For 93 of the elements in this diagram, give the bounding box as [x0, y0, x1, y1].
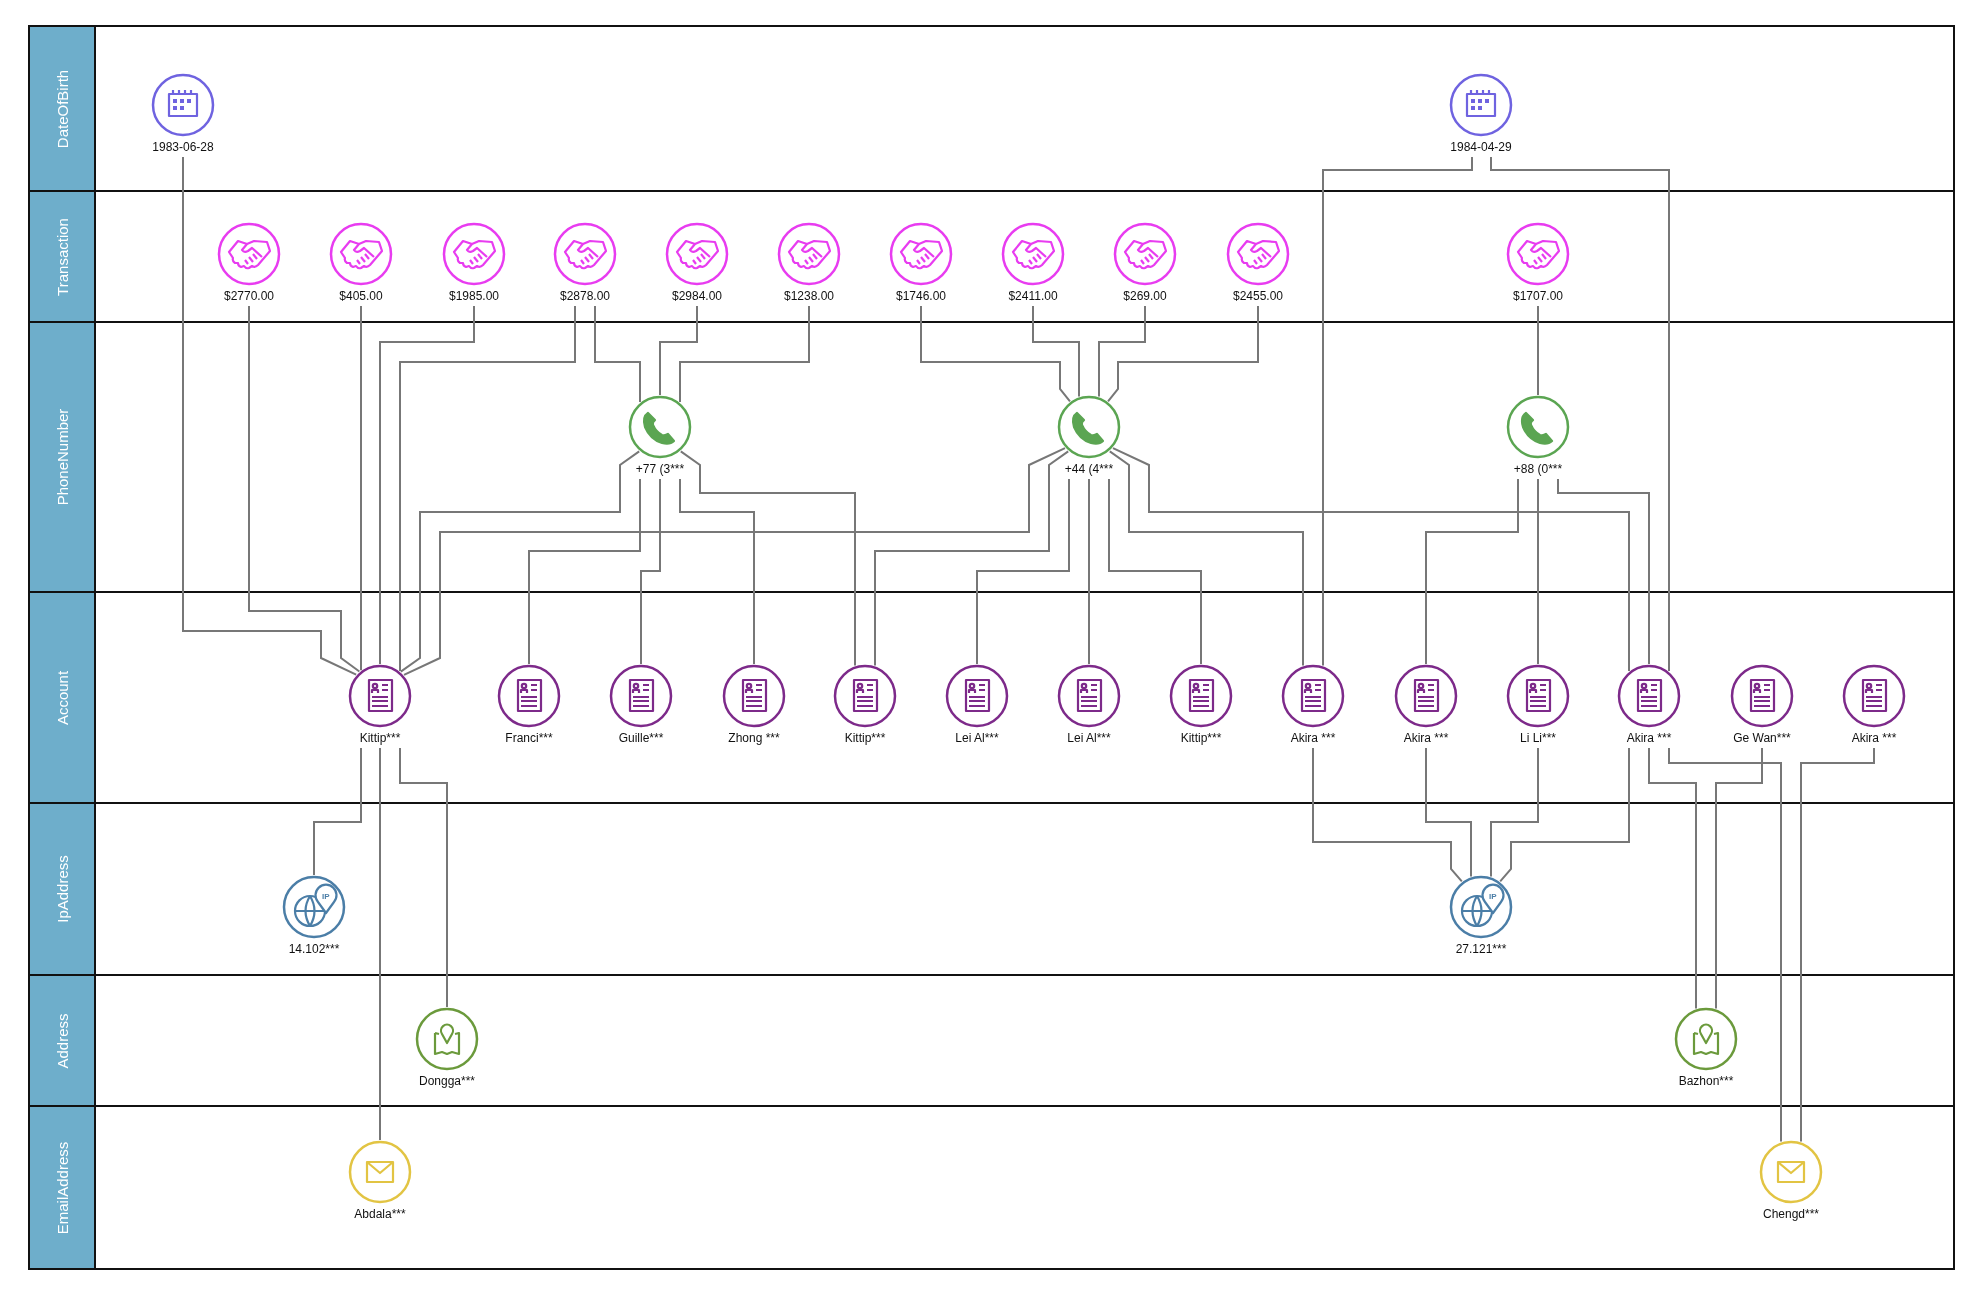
node-label: Akira ***: [1851, 731, 1897, 746]
swimlane: [28, 591, 1955, 804]
node-label: 1983-06-28: [152, 140, 214, 155]
node-label: Akira ***: [1403, 731, 1449, 746]
lane-title: PhoneNumber: [53, 408, 71, 506]
node-label: Ge Wan***: [1733, 731, 1791, 746]
connector-line: [1557, 478, 1650, 665]
lane-title: Address: [53, 1013, 71, 1068]
connector-line: [1648, 747, 1697, 1010]
node-label: Franci***: [505, 731, 553, 746]
node-label: 14.102***: [288, 942, 340, 957]
node-label: Lei Al***: [1067, 731, 1111, 746]
connector-line: [1312, 747, 1463, 883]
node-label: Kittip***: [1180, 731, 1222, 746]
node-label: Li Li***: [1520, 731, 1556, 746]
connector-line: [1108, 450, 1304, 667]
node-label: 1984-04-29: [1450, 140, 1512, 155]
connector-line: [248, 305, 361, 673]
connector-line: [1425, 747, 1472, 878]
connector-line: [640, 478, 661, 665]
connector-line: [1322, 156, 1473, 667]
node-label: $2455.00: [1232, 289, 1284, 304]
node-label: Bazhon***: [1678, 1074, 1734, 1089]
node-label: $1707.00: [1512, 289, 1564, 304]
lane-title: DateOfBirth: [53, 69, 71, 148]
node-label: +88 (0***: [1513, 462, 1563, 477]
node-label: Abdala***: [354, 1207, 406, 1222]
node-label: $1985.00: [448, 289, 500, 304]
lane-title: Account: [53, 670, 71, 725]
connector-line: [1490, 156, 1670, 672]
swimlane: [28, 1105, 1955, 1270]
connector-line: [1800, 747, 1875, 1143]
connector-line: [1490, 747, 1539, 878]
node-label: $2984.00: [671, 289, 723, 304]
swimlane: [28, 190, 1955, 323]
connector-line: [399, 305, 576, 672]
node-label: Zhong ***: [728, 731, 780, 746]
connector-line: [403, 447, 1066, 676]
connector-line: [1425, 478, 1519, 665]
connector-line: [874, 450, 1070, 667]
connector-line: [1032, 305, 1080, 398]
node-label: Chengd***: [1762, 1207, 1819, 1222]
connector-line: [1112, 447, 1630, 672]
node-label: Akira ***: [1290, 731, 1336, 746]
swimlane: [28, 25, 1955, 192]
node-label: Kittip***: [844, 731, 886, 746]
node-label: Dongga***: [418, 1074, 475, 1089]
connector-line: [399, 747, 448, 1008]
connector-line: [679, 478, 755, 665]
connector-line: [1537, 305, 1539, 396]
connector-line: [1715, 747, 1763, 1010]
connector-line: [1088, 478, 1090, 665]
connector-line: [360, 305, 362, 672]
node-label: $269.00: [1123, 289, 1167, 304]
connector-line: [976, 478, 1070, 665]
connector-line: [528, 478, 641, 665]
icon-tag-text: IP: [1489, 891, 1497, 901]
node-label: $2411.00: [1008, 289, 1058, 304]
connector-line: [920, 305, 1071, 403]
node-label: $1746.00: [895, 289, 947, 304]
node-label: +44 (4***: [1064, 462, 1114, 477]
connector-line: [679, 450, 856, 667]
node-label: Guille***: [618, 731, 664, 746]
connector-line: [1499, 747, 1630, 883]
connector-line: [399, 450, 641, 673]
connector-line: [1107, 305, 1259, 403]
connector-line: [1108, 478, 1202, 665]
lane-title: Transaction: [53, 217, 71, 296]
connector-line: [379, 747, 381, 1141]
connector-line: [659, 305, 698, 396]
lane-title: EmailAddress: [53, 1141, 71, 1234]
node-label: $2770.00: [223, 289, 275, 304]
swimlane: [28, 321, 1955, 593]
node-label: 27.121***: [1455, 942, 1507, 957]
connector-line: [594, 305, 641, 403]
lane-title: IpAddress: [53, 855, 71, 923]
connector-line: [313, 747, 362, 876]
connector-line: [679, 305, 810, 403]
connector-line: [1668, 747, 1782, 1143]
node-label: $1238.00: [783, 289, 835, 304]
connector-line: [182, 156, 358, 676]
swimlane: [28, 974, 1955, 1107]
node-label: Kittip***: [359, 731, 401, 746]
connector-line: [1537, 478, 1539, 665]
node-label: +77 (3***: [635, 462, 685, 477]
node-label: Akira ***: [1626, 731, 1672, 746]
icon-tag-text: IP: [322, 891, 330, 901]
swimlane: [28, 802, 1955, 976]
node-label: Lei Al***: [955, 731, 999, 746]
connector-line: [1098, 305, 1146, 398]
connector-line: [379, 305, 475, 665]
node-label: $405.00: [339, 289, 383, 304]
node-label: $2878.00: [559, 289, 611, 304]
